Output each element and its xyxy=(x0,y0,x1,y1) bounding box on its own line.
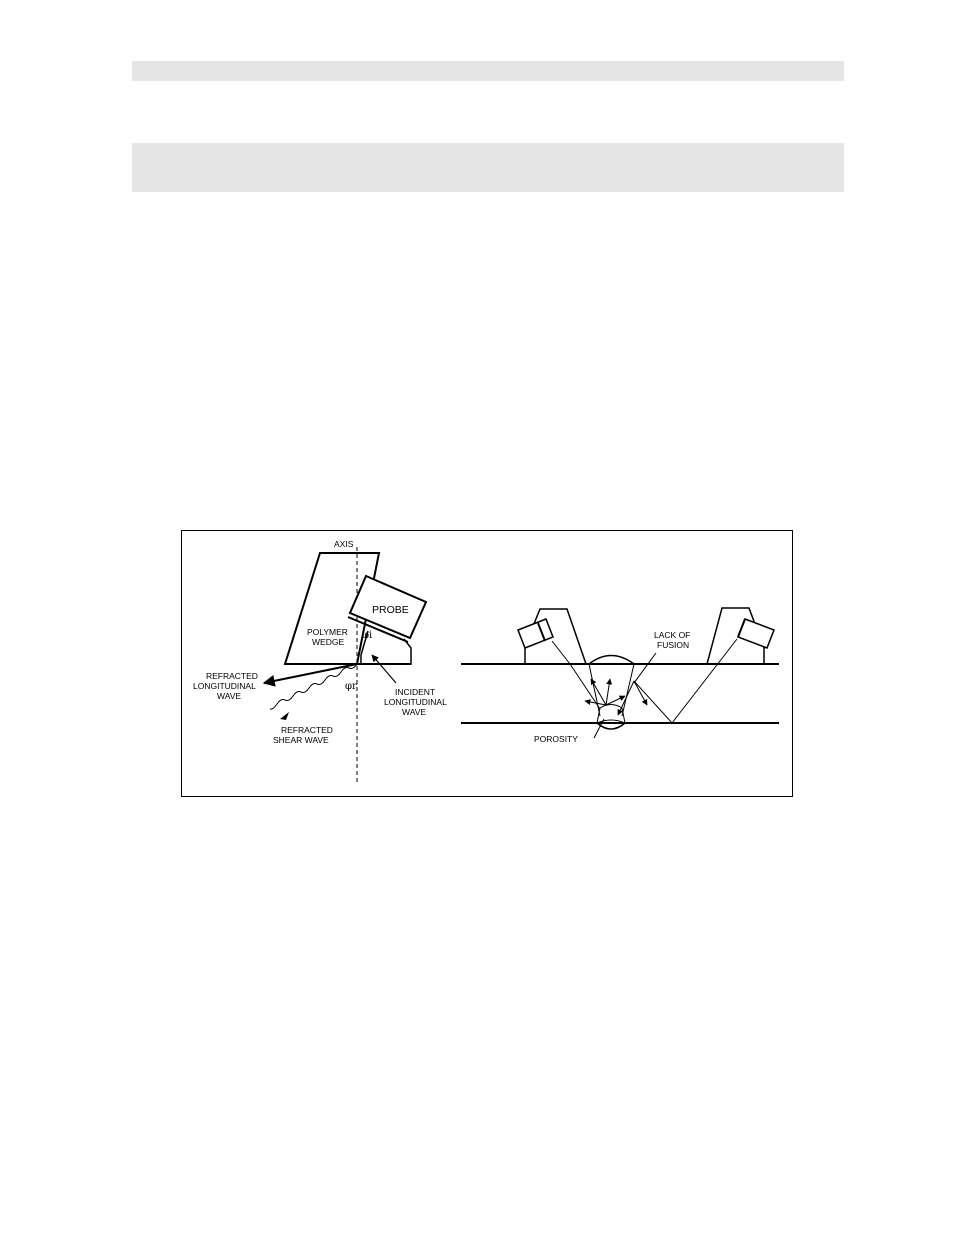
porosity-pointer xyxy=(593,718,605,739)
probe-label: PROBE xyxy=(372,604,409,616)
lack-of-fusion-label-2: FUSION xyxy=(657,640,689,650)
refracted-long-label-3: WAVE xyxy=(217,691,241,701)
refracted-shear-label-1: REFRACTED xyxy=(281,725,333,735)
weld-root xyxy=(596,722,626,730)
weld-side-right xyxy=(621,663,635,717)
reflection-arrow-4 xyxy=(605,695,626,706)
left-probe xyxy=(517,618,554,649)
refracted-shear-wave xyxy=(269,663,358,710)
wedge-label-2: WEDGE xyxy=(312,637,344,647)
reflection-arrow-5 xyxy=(633,680,648,706)
probe xyxy=(348,574,428,640)
phi-i-label: φi xyxy=(362,630,372,641)
shear-arrowhead xyxy=(280,712,289,720)
right-wedge xyxy=(706,607,765,665)
incident-label-2: LONGITUDINAL xyxy=(384,697,447,707)
ultrasonic-diagram: AXIS POLYMER WEDGE PROBE φi φr REFRACTED… xyxy=(193,539,779,783)
reflection-arrow-2 xyxy=(584,699,607,706)
porosity-label: POROSITY xyxy=(534,734,578,744)
wedge-label-1: POLYMER xyxy=(307,627,348,637)
title-bar xyxy=(132,143,844,192)
lack-of-fusion-label-1: LACK OF xyxy=(654,630,690,640)
reflection-arrow-6 xyxy=(617,680,635,716)
probe-face-line xyxy=(347,616,409,643)
incident-label-3: WAVE xyxy=(402,707,426,717)
reflection-arrow-3 xyxy=(605,678,613,706)
refracted-long-label-1: REFRACTED xyxy=(206,671,258,681)
angle-beam-probe-panel: AXIS POLYMER WEDGE PROBE φi φr REFRACTED… xyxy=(193,539,447,783)
porosity-region xyxy=(596,704,626,724)
axis-label: AXIS xyxy=(334,539,354,549)
weld-inspection-panel: LACK OF FUSION POROSITY xyxy=(461,607,779,744)
right-beam-path xyxy=(633,638,738,724)
figure-frame: AXIS POLYMER WEDGE PROBE φi φr REFRACTED… xyxy=(181,530,793,797)
header-bar xyxy=(132,61,844,81)
left-probe-face xyxy=(537,622,546,642)
lack-of-fusion-pointer xyxy=(633,652,657,684)
incident-label-1: INCIDENT xyxy=(395,687,435,697)
weld-cap xyxy=(588,654,635,665)
reflection-arrow-1 xyxy=(590,678,607,706)
refracted-long-label-2: LONGITUDINAL xyxy=(193,681,256,691)
phi-r-label: φr xyxy=(345,681,357,692)
refracted-longitudinal-arrow xyxy=(262,663,358,687)
incident-pointer xyxy=(371,654,397,684)
refracted-shear-label-2: SHEAR WAVE xyxy=(273,735,329,745)
weld-side-left xyxy=(588,663,601,717)
left-beam-path xyxy=(551,640,601,710)
right-probe-face xyxy=(737,618,746,638)
